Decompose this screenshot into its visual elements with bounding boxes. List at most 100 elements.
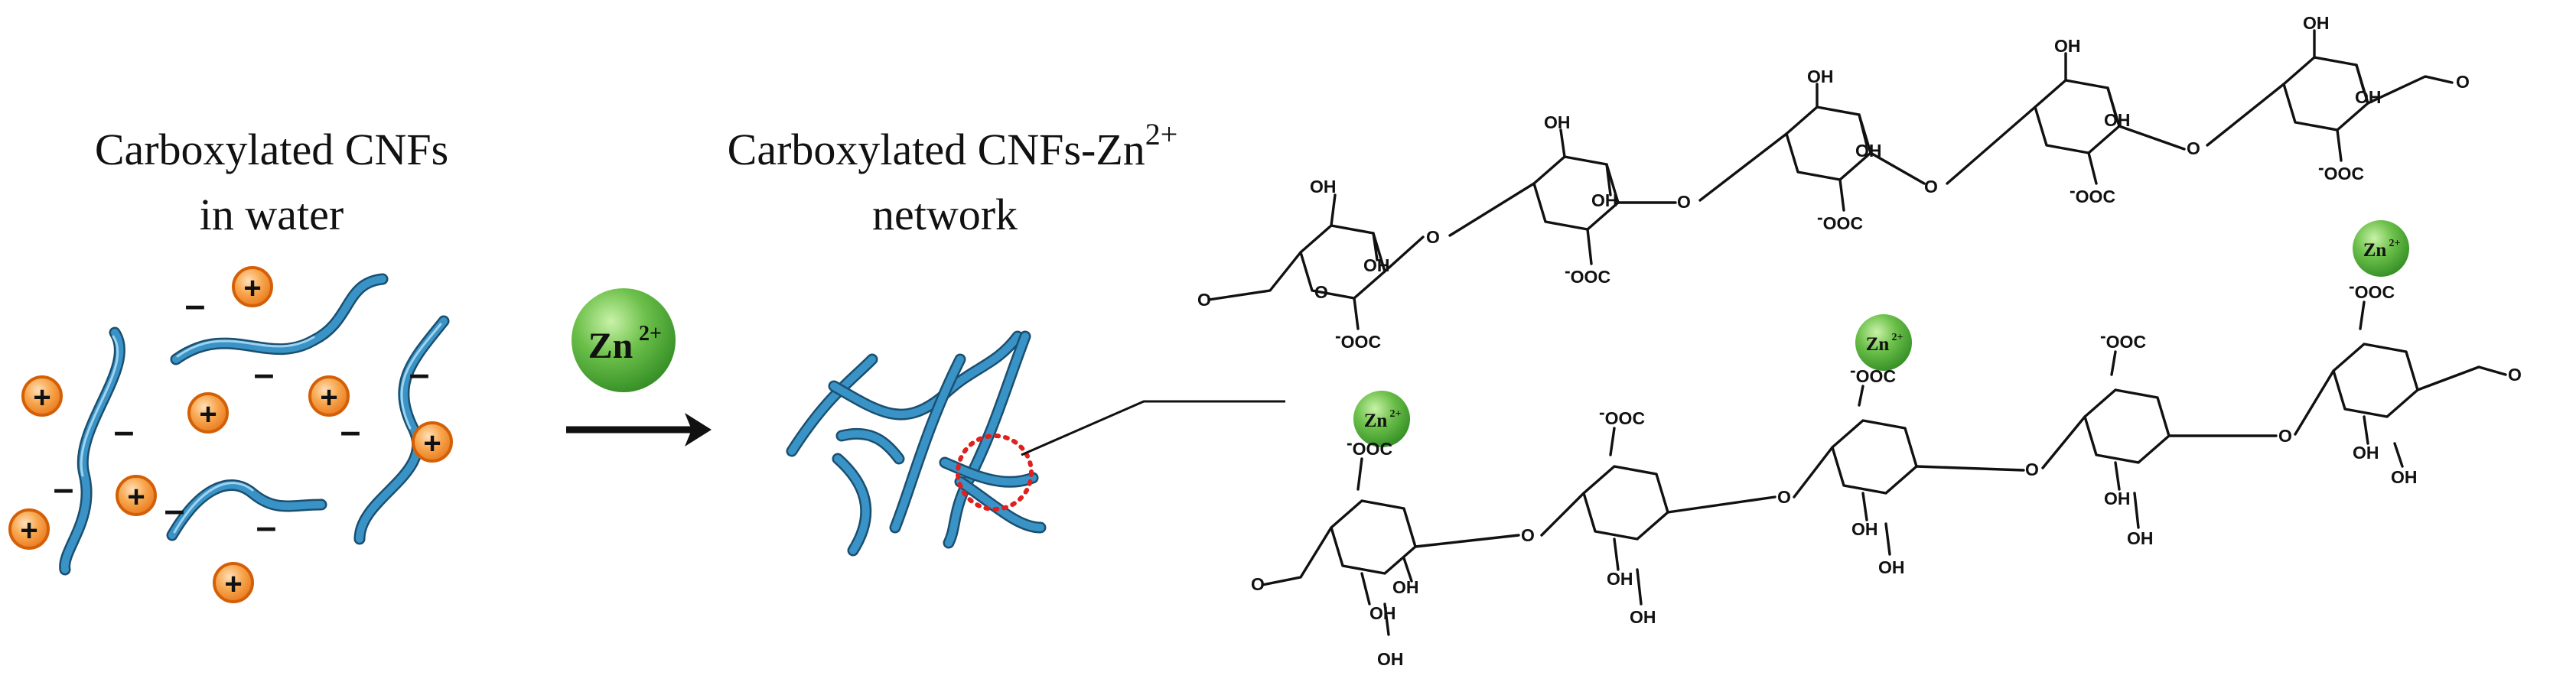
linker-oxygen-label: O — [1521, 525, 1535, 545]
linker-oxygen-label: O — [2187, 138, 2200, 158]
reaction-arrow-icon — [566, 413, 712, 447]
zoom-callout-line — [1021, 400, 1285, 456]
linker-oxygen-label: O — [1426, 227, 1440, 247]
hydroxyl-label: OH — [2054, 36, 2081, 56]
svg-text:2+: 2+ — [1390, 408, 1402, 420]
hydroxyl-label: OH — [1363, 255, 1390, 275]
cnf-network — [786, 330, 1047, 557]
charges: + + + + + + + + – – – – – – – – — [8, 266, 453, 603]
lower-chain: O OH OH OH O OH OH O OH OH O OH OH O OH … — [1251, 276, 2522, 669]
zn-ion-large-icon: Zn 2+ — [572, 288, 676, 392]
reaction-step: Zn 2+ — [566, 288, 712, 447]
network-fiber-icon — [954, 476, 1047, 534]
svg-text:Zn: Zn — [2363, 240, 2387, 261]
cnf-fibers-dispersed — [59, 273, 450, 576]
zn-ion-icon: Zn 2+ — [1855, 314, 1912, 371]
fiber-2-icon — [170, 273, 389, 365]
hydroxyl-label: OH — [1855, 141, 1882, 161]
molecular-structure: O OH OH O O OH OH O OH OH O OH OH O OH O… — [1197, 13, 2522, 669]
network-fiber-icon — [889, 353, 966, 534]
zn-bridges: Zn 2+ Zn 2+ Zn 2+ — [1353, 220, 2409, 447]
minus-sign: – — [185, 285, 206, 326]
plus-ion-icon: + — [21, 375, 63, 417]
minus-sign: – — [54, 469, 74, 509]
methoxy-o-label: O — [1251, 574, 1265, 594]
ring-oxygen-label: O — [1314, 282, 1328, 302]
carboxylate-label: -OOC — [1565, 261, 1610, 287]
hydroxyl-label: OH — [1878, 557, 1905, 577]
minus-sign: – — [340, 411, 361, 452]
svg-text:+: + — [423, 427, 441, 460]
mid-title-line1: Carboxylated CNFs-Zn2+ — [728, 117, 1178, 174]
fiber-3-icon — [353, 315, 450, 545]
hydroxyl-label: OH — [1630, 607, 1656, 627]
mid-title-line2: network — [872, 190, 1018, 239]
left-title-line2: in water — [200, 190, 344, 239]
plus-ion-icon: + — [412, 421, 453, 463]
svg-text:+: + — [199, 398, 217, 431]
svg-text:+: + — [127, 480, 145, 514]
hydroxyl-label: OH — [1310, 177, 1337, 196]
network-fiber-icon — [835, 427, 905, 465]
hydroxyl-label: OH — [1544, 112, 1571, 132]
zn-ion-icon: Zn 2+ — [2353, 220, 2409, 277]
carboxylate-label: -OOC — [2349, 276, 2395, 302]
hydroxyl-label: OH — [2127, 528, 2154, 548]
carboxylate-label: -OOC — [1850, 360, 1896, 386]
svg-text:Zn: Zn — [1364, 411, 1388, 431]
zoom-marker-icon — [956, 434, 1034, 512]
hydroxyl-label: OH — [2104, 489, 2131, 508]
network-fiber-icon — [832, 453, 872, 557]
middle-panel: Carboxylated CNFs-Zn2+ network — [728, 117, 1285, 557]
plus-ion-icon: + — [308, 375, 350, 417]
fiber-4-icon — [166, 479, 327, 541]
svg-text:2+: 2+ — [2389, 238, 2401, 249]
minus-sign: – — [114, 411, 135, 452]
methoxy-o-label: O — [1197, 290, 1211, 310]
linker-oxygen-label: O — [2025, 460, 2039, 479]
plus-ion-icon: + — [232, 266, 273, 307]
plus-ion-icon: + — [213, 562, 254, 603]
linker-oxygen-label: O — [1677, 192, 1691, 212]
plus-ion-icon: + — [187, 392, 229, 434]
linker-oxygen-label: O — [1924, 177, 1938, 196]
hydroxyl-label: OH — [1369, 603, 1396, 623]
svg-text:+: + — [243, 271, 261, 305]
svg-text:Zn: Zn — [588, 326, 633, 366]
hydroxyl-label: OH — [1607, 569, 1633, 589]
network-fiber-icon — [943, 330, 1031, 549]
minus-sign: – — [256, 507, 277, 547]
svg-text:+: + — [224, 567, 242, 601]
carboxylate-label: -OOC — [2100, 326, 2146, 352]
svg-text:+: + — [33, 381, 50, 414]
methoxy-o-label: O — [2508, 365, 2522, 385]
carboxylate-label: -OOC — [1335, 326, 1381, 352]
hydroxyl-label: OH — [2391, 467, 2418, 487]
carboxylate-label: -OOC — [1817, 207, 1863, 233]
hydroxyl-label: OH — [2355, 87, 2382, 107]
minus-sign: – — [409, 354, 430, 395]
carboxylate-label: -OOC — [1599, 402, 1645, 428]
svg-text:2+: 2+ — [1892, 332, 1904, 343]
hydroxyl-label: OH — [1807, 67, 1834, 86]
fiber-1-icon — [59, 326, 125, 576]
hydroxyl-label: OH — [1591, 190, 1618, 210]
hydroxyl-label: OH — [2303, 13, 2330, 33]
svg-text:+: + — [20, 514, 37, 547]
hydroxyl-label: OH — [1851, 519, 1878, 539]
plus-ion-icon: + — [116, 475, 157, 516]
carboxylate-label: -OOC — [2070, 180, 2115, 206]
zn-ion-icon: Zn 2+ — [1353, 391, 1410, 447]
hydroxyl-label: OH — [1377, 649, 1404, 669]
upper-chain: O OH OH O O OH OH O OH OH O OH OH O OH O… — [1197, 13, 2470, 352]
carboxylate-label: -OOC — [1347, 433, 1392, 459]
carboxylate-label: -OOC — [2318, 158, 2364, 183]
svg-text:Zn: Zn — [1866, 334, 1890, 355]
minus-sign: – — [254, 354, 275, 395]
plus-ion-icon: + — [8, 508, 50, 550]
linker-oxygen-label: O — [2278, 426, 2292, 446]
linker-oxygen-label: O — [1777, 487, 1791, 507]
methoxy-o-label: O — [2456, 72, 2470, 92]
hydroxyl-label: OH — [2353, 443, 2379, 463]
